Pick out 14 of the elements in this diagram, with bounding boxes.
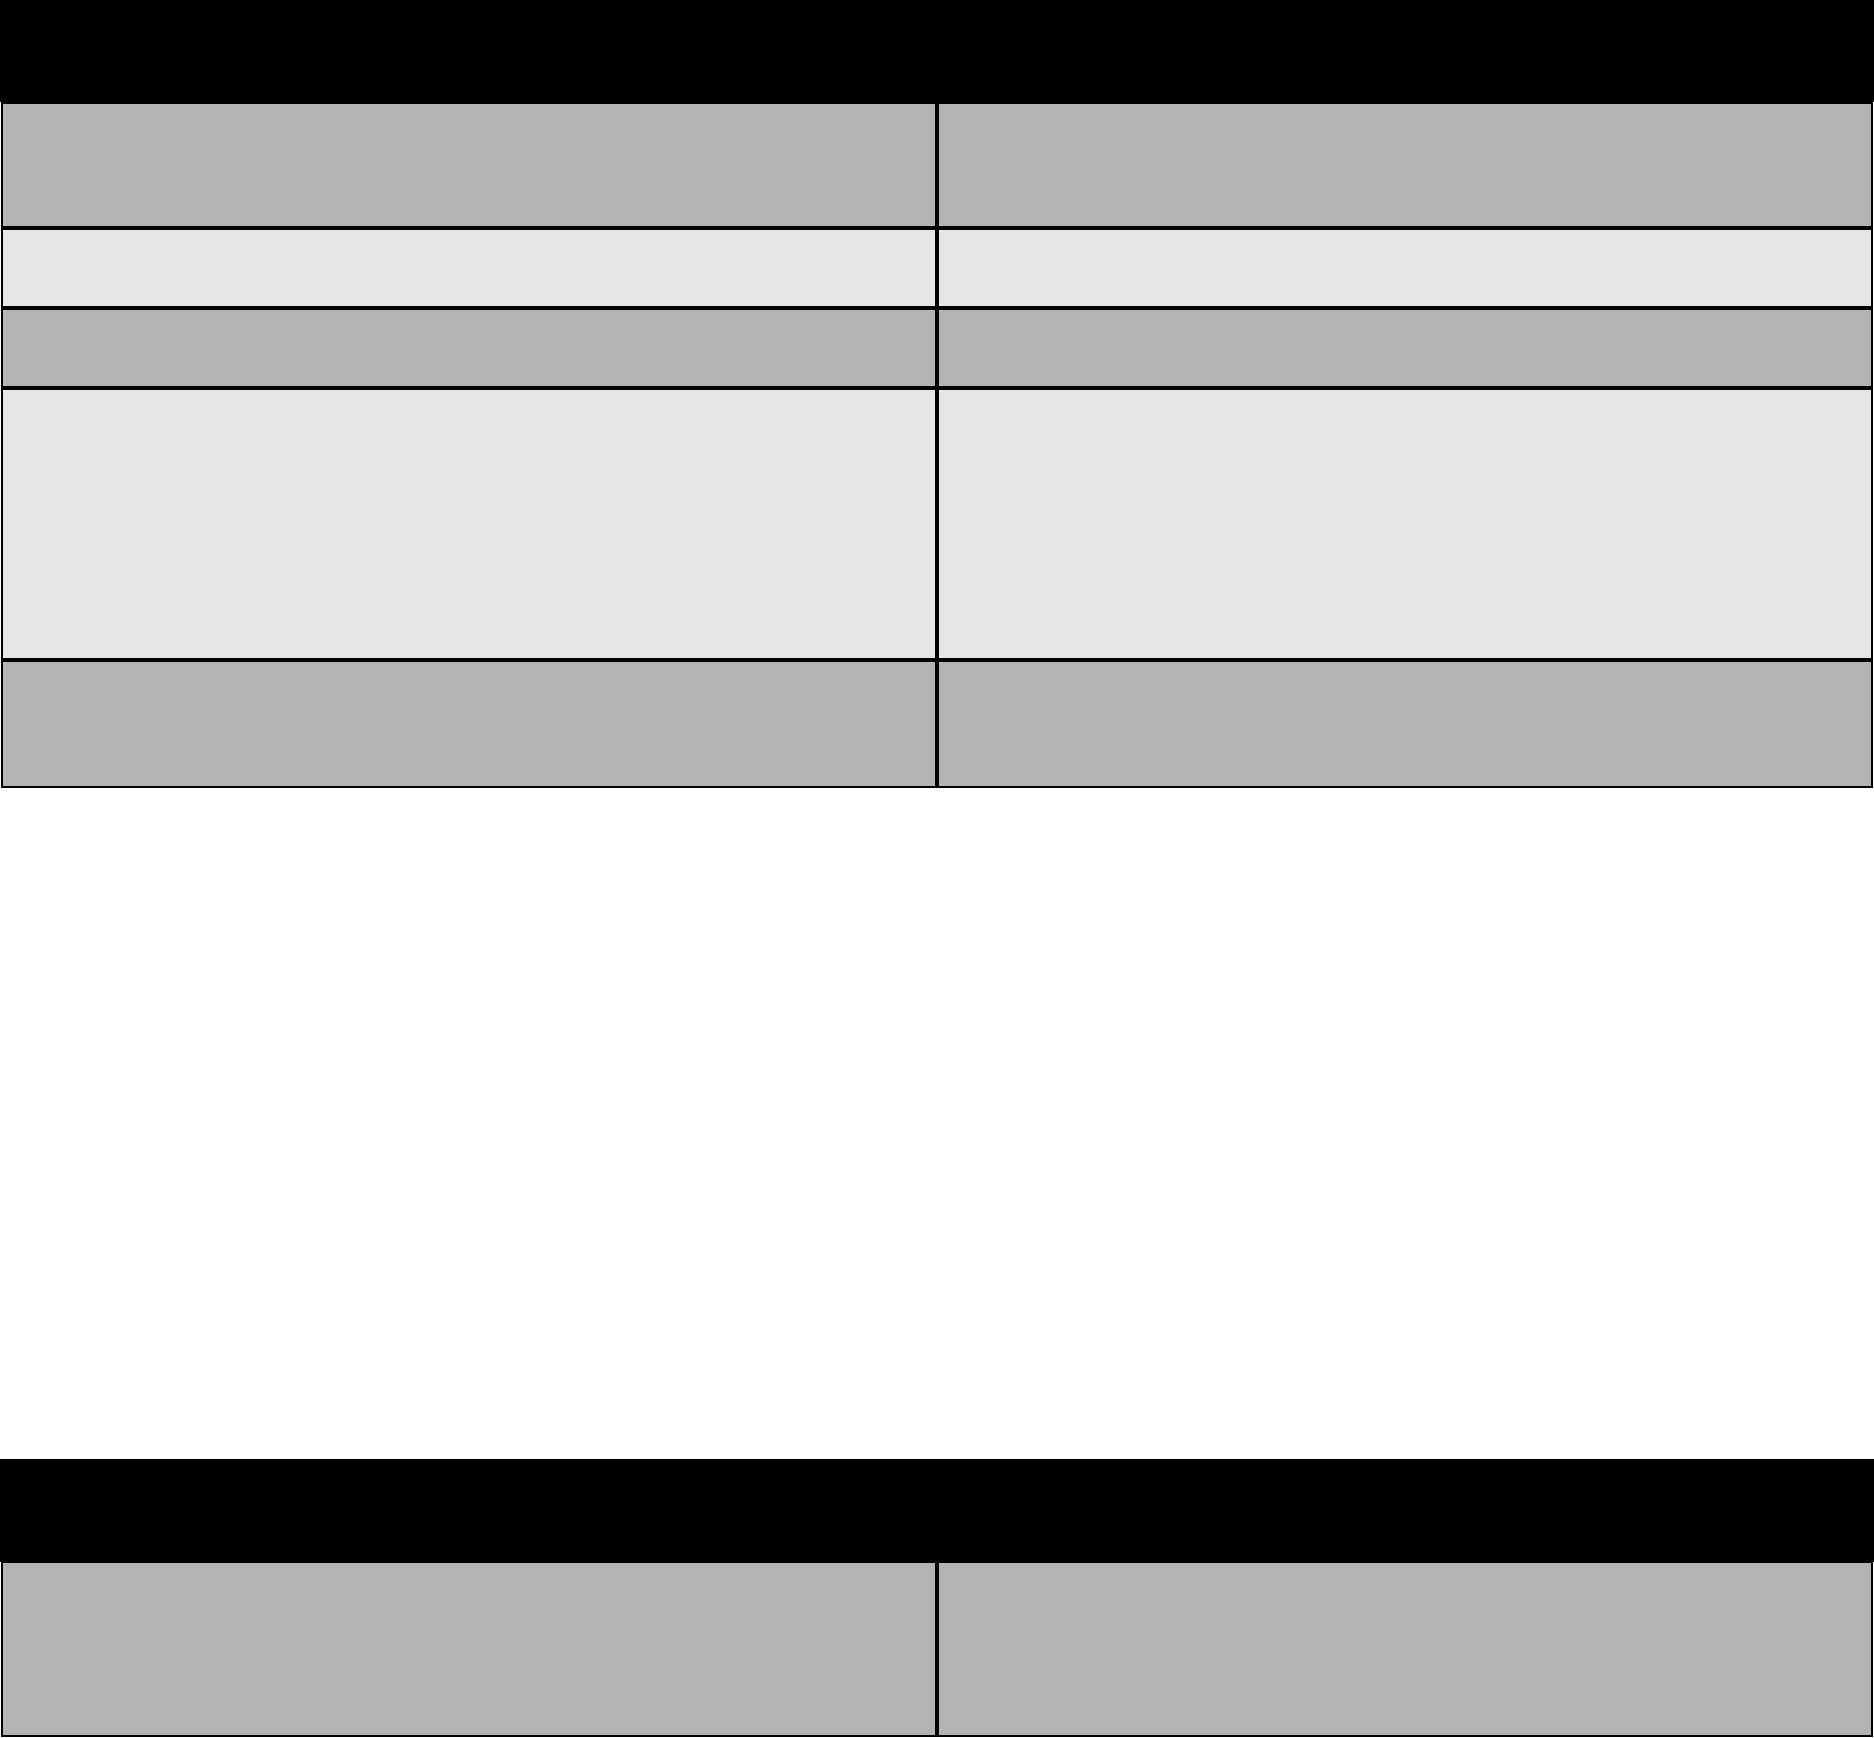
table-cell bbox=[937, 228, 1873, 308]
table-cell bbox=[937, 102, 1873, 228]
table-cell bbox=[1, 308, 937, 388]
table-cell bbox=[937, 388, 1873, 660]
header-bar bbox=[0, 0, 1874, 102]
table-cell bbox=[1, 388, 937, 660]
table-cell bbox=[1, 228, 937, 308]
header-bar bbox=[0, 1459, 1874, 1562]
table-cell bbox=[937, 1561, 1873, 1737]
table-cell bbox=[1, 102, 937, 228]
table-cell bbox=[937, 660, 1873, 788]
table-cell bbox=[1, 1561, 937, 1737]
table-cell bbox=[937, 308, 1873, 388]
table-cell bbox=[1, 660, 937, 788]
